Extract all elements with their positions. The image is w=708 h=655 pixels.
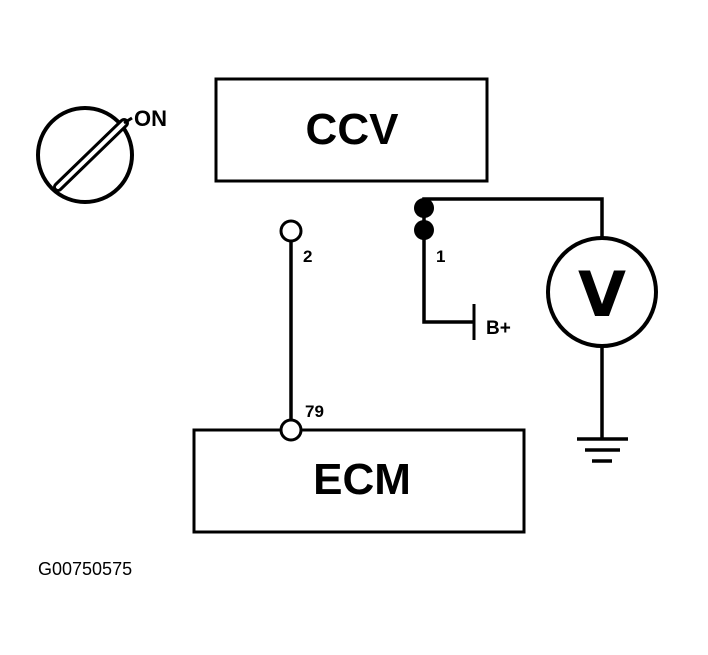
- ccv-pin-2-terminal: [279, 219, 303, 243]
- ecm-pin-79-label: 79: [305, 402, 324, 421]
- ecm-module: [192, 428, 526, 534]
- wire-pin1-to-bplus: [422, 228, 474, 324]
- switch-on-label: ON: [134, 106, 167, 131]
- ccv-module: [214, 77, 489, 183]
- ground-icon: [577, 437, 628, 463]
- ccv-pin-1-terminal: [414, 198, 435, 218]
- ignition-switch: [36, 106, 134, 204]
- bplus-label: B+: [486, 318, 511, 339]
- ccv-label: CCV: [306, 105, 400, 154]
- ccv-pin-2-label: 2: [303, 247, 312, 266]
- ccv-pin-1-dot: [414, 220, 434, 240]
- voltmeter-symbol: V: [578, 258, 626, 331]
- ecm-pin-79-terminal: [279, 418, 303, 442]
- ecm-label: ECM: [313, 455, 411, 504]
- ccv-pin-1-label: 1: [436, 247, 445, 266]
- figure-id: G00750575: [38, 559, 133, 579]
- wire-pin1-to-meter: [422, 197, 604, 240]
